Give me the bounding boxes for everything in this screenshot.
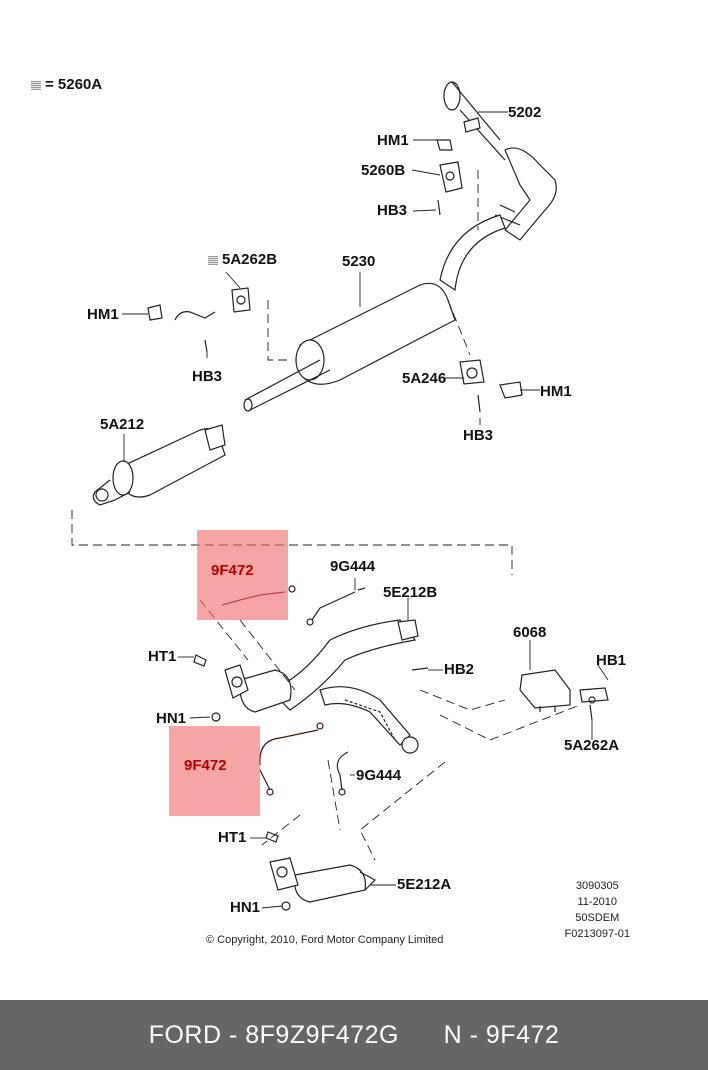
hanger-5260b bbox=[436, 117, 481, 216]
label-5a262b-text: 5A262B bbox=[222, 251, 278, 268]
y-pipe-5e212b bbox=[268, 619, 419, 754]
meta-line-4: F0213097-01 bbox=[564, 928, 630, 940]
label-hb3-mid: HB3 bbox=[463, 427, 494, 444]
label-hn1-upper: HN1 bbox=[156, 710, 187, 727]
label-5a262a: 5A262A bbox=[564, 737, 620, 754]
hanger-5a246 bbox=[459, 359, 523, 413]
footer-number: N - 9F472 bbox=[443, 1020, 560, 1049]
label-5230: 5230 bbox=[342, 253, 376, 270]
label-hb1: HB1 bbox=[596, 652, 627, 669]
meta-line-2: 11-2010 bbox=[577, 896, 618, 908]
label-ht1-lower: HT1 bbox=[218, 829, 247, 846]
label-hb3-left: HB3 bbox=[192, 368, 223, 385]
label-hb3-top: HB3 bbox=[377, 202, 408, 219]
o2-sensor-9g444-lower bbox=[336, 751, 349, 796]
hb2-bolt bbox=[411, 667, 429, 671]
label-9g444-upper: 9G444 bbox=[330, 558, 376, 575]
hanger-5a262b bbox=[147, 287, 251, 353]
crossmember-6068 bbox=[519, 669, 609, 721]
label-5a262b: 5A262B bbox=[208, 251, 277, 269]
o2-sensor-9g444-upper bbox=[306, 587, 366, 626]
label-hm1-left: HM1 bbox=[87, 306, 119, 323]
label-ht1-upper: HT1 bbox=[148, 648, 177, 665]
label-5e212a: 5E212A bbox=[397, 876, 452, 893]
footer-part: FORD - 8F9Z9F472G bbox=[148, 1020, 399, 1049]
legend-text: = 5260A bbox=[45, 76, 103, 93]
legend: = 5260A bbox=[31, 76, 102, 94]
highlight-9f472-upper bbox=[197, 530, 288, 620]
drawing-metadata: 3090305 11-2010 50SDEM F0213097-01 bbox=[565, 878, 630, 942]
label-5202: 5202 bbox=[508, 104, 542, 121]
label-5a246: 5A246 bbox=[402, 370, 447, 387]
hn1-nut-lower bbox=[281, 901, 291, 911]
o2-sensor-9f472-lower bbox=[259, 722, 324, 796]
label-9g444-lower: 9G444 bbox=[356, 767, 402, 784]
label-hn1-lower: HN1 bbox=[230, 899, 261, 916]
label-hb2: HB2 bbox=[444, 661, 475, 678]
catalyst-upper bbox=[224, 664, 292, 713]
label-hm1-top: HM1 bbox=[377, 132, 409, 149]
hatch-marker-5a262b bbox=[208, 255, 218, 265]
pipe-5230 bbox=[243, 214, 506, 412]
hn1-nut-upper bbox=[211, 712, 221, 722]
meta-line-3: 50SDEM bbox=[575, 912, 620, 924]
label-9f472-upper: 9F472 bbox=[211, 562, 254, 579]
resonator-5a212 bbox=[92, 424, 226, 506]
ht1-fastener-upper bbox=[193, 654, 207, 667]
label-hm1-right: HM1 bbox=[540, 383, 572, 400]
label-5260b: 5260B bbox=[361, 162, 406, 179]
highlight-9f472-lower bbox=[169, 726, 260, 816]
footer-spacer bbox=[399, 1021, 444, 1050]
label-9f472-lower: 9F472 bbox=[184, 757, 227, 774]
exhaust-system-diagram bbox=[71, 81, 609, 911]
assembly-lines bbox=[71, 170, 581, 861]
legend-hatch-swatch bbox=[31, 80, 41, 90]
meta-line-1: 3090305 bbox=[575, 880, 619, 892]
leader-lines bbox=[122, 111, 609, 909]
tailpipe bbox=[443, 81, 557, 241]
part-number-footer: FORD - 8F9Z9F472G N - 9F472 bbox=[0, 1000, 708, 1070]
label-5a212: 5A212 bbox=[100, 416, 145, 433]
catalyst-lower-5e212a bbox=[269, 857, 376, 903]
copyright-notice: © Copyright, 2010, Ford Motor Company Li… bbox=[206, 934, 444, 946]
label-6068: 6068 bbox=[513, 624, 547, 641]
label-5e212b: 5E212B bbox=[383, 584, 438, 601]
